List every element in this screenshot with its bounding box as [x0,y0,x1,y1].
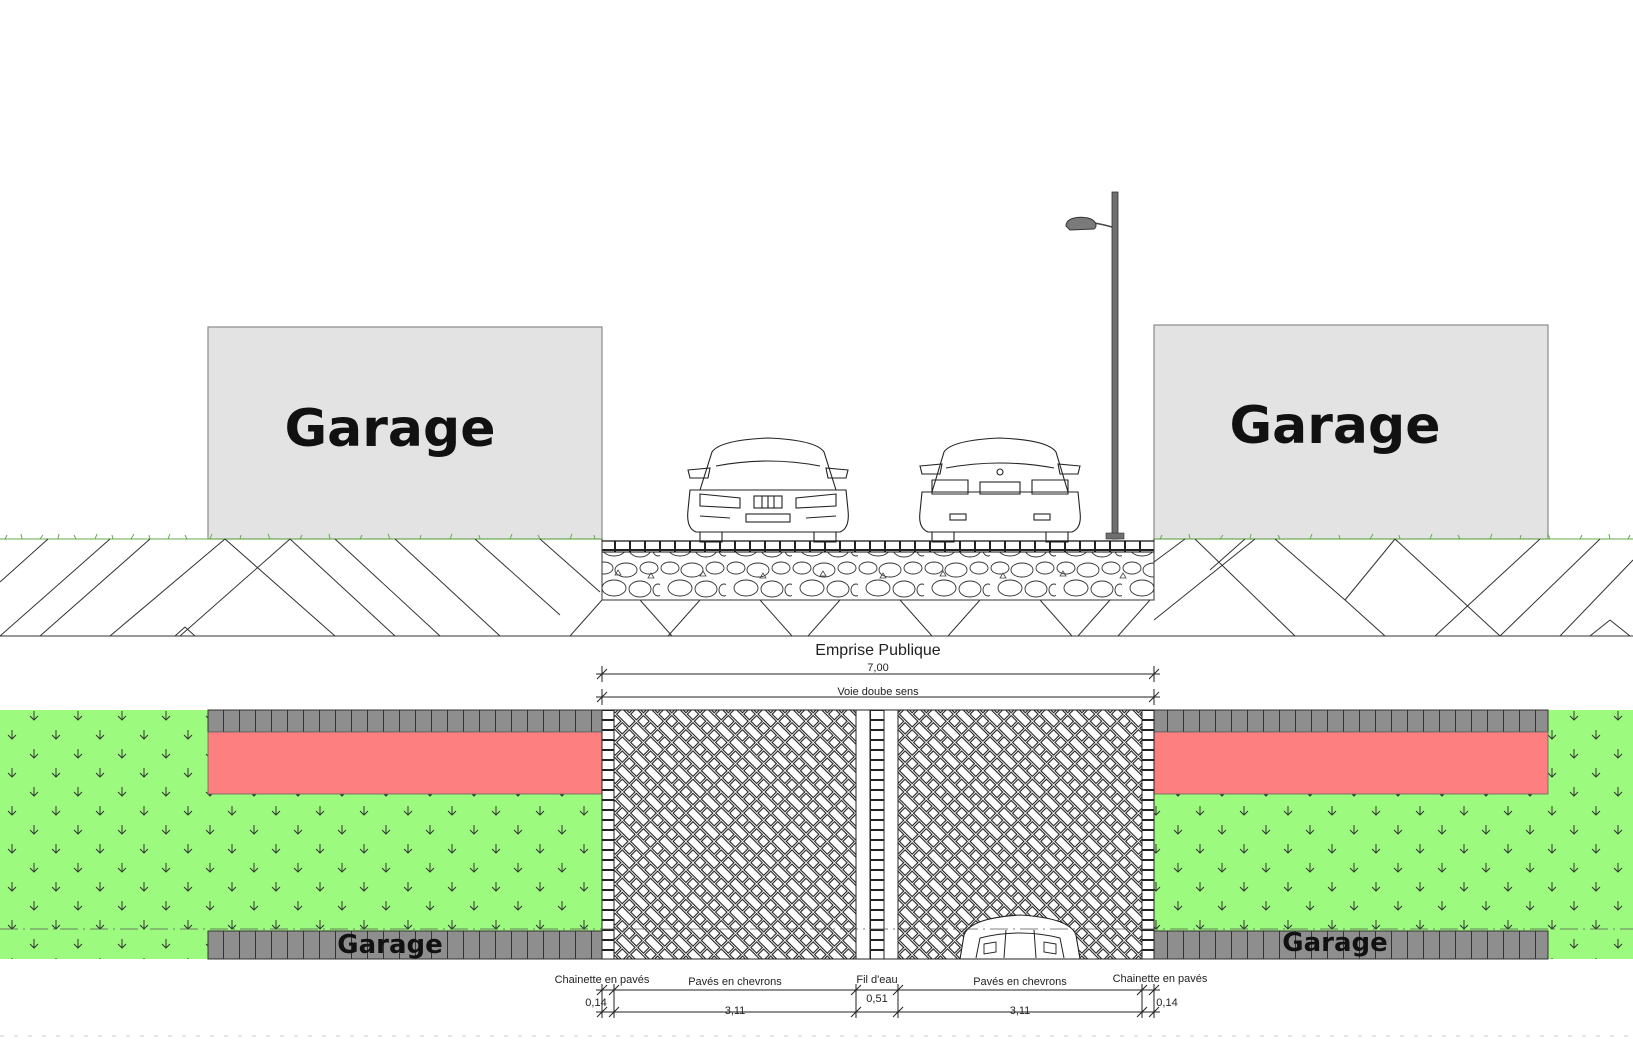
paves-right-label: Pavés en chevrons [973,976,1067,988]
cross-section: Garage Garage [0,191,1633,637]
paver-strip-bottom-left [207,930,603,960]
paves-left-value: 3,11 [725,1005,746,1017]
car-top-view [959,914,1081,960]
fil-deau-label: Fil d'eau [856,974,897,986]
road-subbase [601,551,1155,601]
parking-area-right [1153,731,1549,795]
car-rear-view [919,437,1081,543]
fil-deau-value: 0,51 [866,993,887,1005]
plan-garage-right-label: Garage [1282,928,1388,958]
paver-strip-top-right [1153,709,1549,733]
garage-right-label: Garage [1230,396,1441,456]
road-aggregate-markers [614,569,1127,579]
chainette-left-label: Chainette en pavés [555,974,650,986]
emprise-publique-label: Emprise Publique [815,642,941,659]
dimensions-bottom: Chainette en pavés Pavés en chevrons Fil… [555,973,1208,1018]
garage-right-building [1153,324,1549,540]
chainette-right-value: 0,14 [1156,997,1177,1009]
garage-left-label: Garage [285,399,496,459]
dimensions-top: Emprise Publique 7,00 Voie doube sens [596,642,1160,705]
parking-area-left [207,731,603,795]
paver-strip-top-left [207,709,603,733]
voie-double-sens-label: Voie doube sens [837,686,919,698]
road-pavement-layer [601,540,1155,553]
street-lamp [1065,191,1125,540]
plan-view: Garage Garage [0,709,1633,960]
paver-strip-bottom-right [1153,930,1549,960]
car-front-view [687,437,849,543]
chainette-right-label: Chainette en pavés [1113,973,1208,985]
grass-line [0,533,1633,540]
garage-left-building [207,326,603,540]
total-width-value: 7,00 [867,662,888,674]
paves-left-label: Pavés en chevrons [688,976,782,988]
ground-hatch [0,538,1633,637]
chainette-left-value: 0,14 [585,997,606,1009]
chainette-right [1141,709,1155,960]
chainette-left [601,709,615,960]
paves-chevrons-left [613,709,857,960]
plan-garage-left-label: Garage [337,930,443,960]
paves-right-value: 3,11 [1010,1005,1031,1017]
